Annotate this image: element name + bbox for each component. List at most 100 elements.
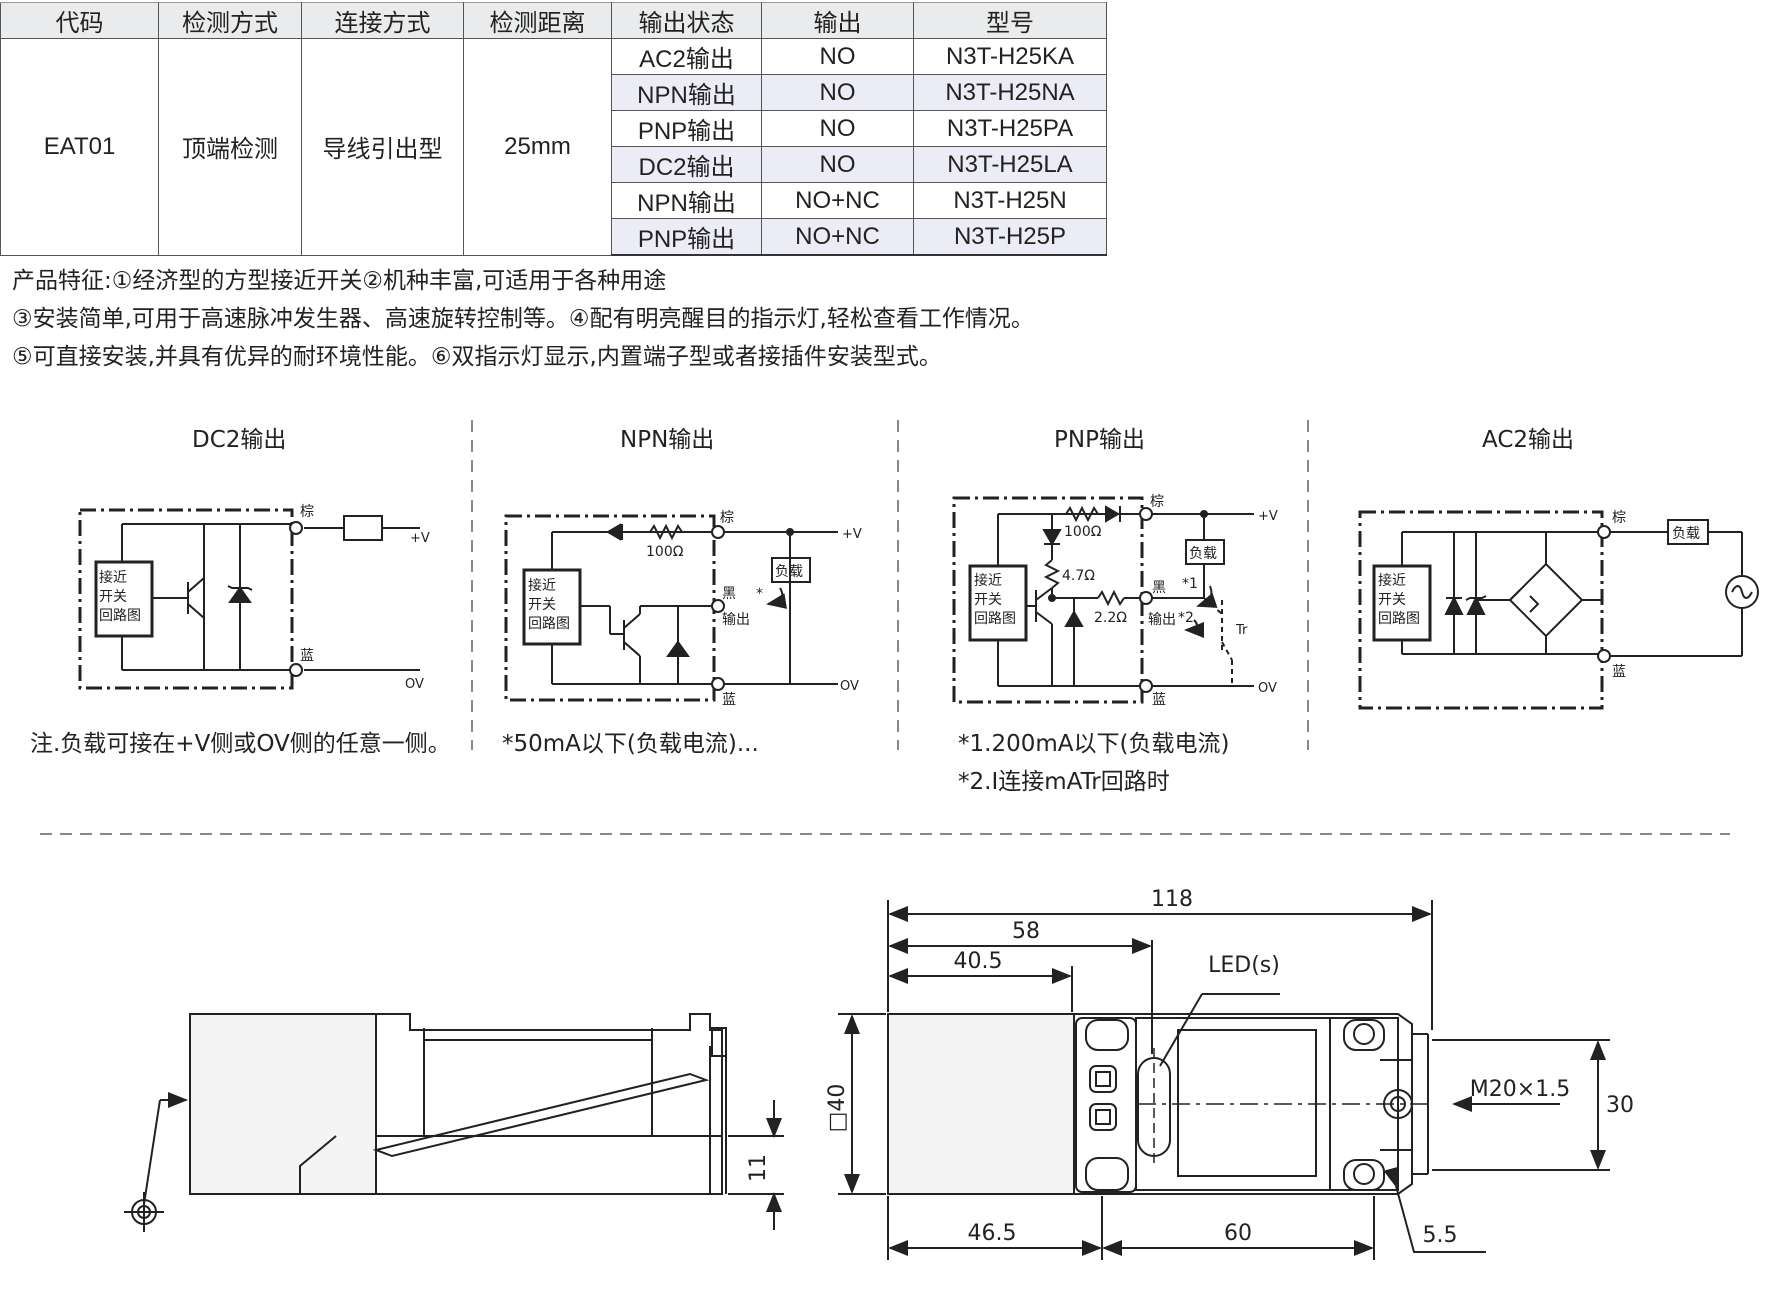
label-pv: +V <box>842 527 862 542</box>
header-output: 输出 <box>761 2 914 39</box>
label-circuit-1: 接近 <box>974 572 1002 589</box>
label-leds: LED(s) <box>1208 953 1280 978</box>
spec-table: 代码 检测方式 连接方式 检测距离 输出状态 输出 型号 EAT01 顶端检测 … <box>0 2 1107 256</box>
label-output: 输出 <box>722 612 750 628</box>
feature-line: ③安装简单,可用于高速脉冲发生器、高速旋转控制等。④配有明亮醒目的指示灯,轻松查… <box>12 306 1034 332</box>
cell-output: NO <box>761 38 914 75</box>
front-view-dims: 118 58 40.5 LED(s) □40 46.5 60 M20×1.5 3… <box>825 887 1634 1248</box>
note-npn: *50mA以下(负载电流)... <box>502 731 759 757</box>
cell-state: NPN输出 <box>611 74 762 111</box>
feature-line: 产品特征:①经济型的方型接近开关②机种丰富,可适用于各种用途 <box>12 268 667 294</box>
label-circuit-3: 回路图 <box>528 616 570 632</box>
label-r100: 100Ω <box>646 544 684 560</box>
label-brown: 棕 <box>1150 494 1164 510</box>
label-load: 负载 <box>775 564 803 580</box>
label-circuit-2: 开关 <box>974 592 1002 608</box>
ac2-labels: 接近 开关 回路图 棕 蓝 负载 <box>1378 510 1700 680</box>
label-blue: 蓝 <box>1152 692 1166 708</box>
dim-60: 60 <box>1224 1221 1252 1246</box>
diagram-title-npn: NPN输出 <box>620 427 715 453</box>
label-star2: *2 <box>1178 610 1194 626</box>
cell-model: N3T-H25NA <box>913 74 1107 111</box>
label-star: * <box>756 586 763 602</box>
label-brown: 棕 <box>720 510 734 526</box>
npn-labels: 接近 开关 回路图 100Ω 棕 黑 输出 蓝 负载 * +V OV <box>528 510 862 708</box>
header-method: 检测方式 <box>158 2 302 39</box>
dim-58: 58 <box>1012 919 1040 944</box>
label-circuit-1: 接近 <box>1378 572 1406 589</box>
note-dc2: 注.负载可接在+V侧或OV侧的任意一侧。 <box>30 731 451 757</box>
cell-model: N3T-H25KA <box>913 38 1107 75</box>
header-model: 型号 <box>913 2 1107 39</box>
header-code: 代码 <box>0 2 159 39</box>
dim-118: 118 <box>1151 887 1193 912</box>
table-row: PNP输出 NO N3T-H25PA <box>1 110 1107 147</box>
label-r47: 4.7Ω <box>1062 568 1095 584</box>
dim-thread: M20×1.5 <box>1470 1077 1570 1102</box>
dim-40-5: 40.5 <box>954 949 1003 974</box>
label-r100: 100Ω <box>1064 524 1102 540</box>
table-row: EAT01 顶端检测 导线引出型 25mm AC2输出 NO N3T-H25KA <box>0 38 1107 256</box>
label-circuit-3: 回路图 <box>99 608 141 624</box>
label-tr: Tr <box>1235 623 1248 638</box>
diagram-title-ac2: AC2输出 <box>1482 427 1575 453</box>
note-pnp-1: *1.200mA以下(负载电流) <box>958 731 1230 757</box>
dim-5-5: 5.5 <box>1423 1223 1458 1248</box>
cell-state: PNP输出 <box>611 110 762 147</box>
cell-state: AC2输出 <box>611 38 762 75</box>
label-pv: +V <box>1258 509 1278 524</box>
dc2-labels: 接近 开关 回路图 棕 蓝 +V OV <box>99 504 430 692</box>
label-circuit-2: 开关 <box>1378 592 1406 608</box>
dim-30: 30 <box>1606 1093 1634 1118</box>
section-dividers <box>40 420 1730 835</box>
label-load: 负载 <box>1189 546 1217 562</box>
pnp-circuit <box>952 496 1254 704</box>
label-circuit-2: 开关 <box>99 589 127 605</box>
label-r22: 2.2Ω <box>1094 610 1127 626</box>
header-distance: 检测距离 <box>463 2 612 39</box>
cell-output: NO+NC <box>761 182 914 219</box>
label-circuit-3: 回路图 <box>1378 611 1420 627</box>
header-state: 输出状态 <box>611 2 762 39</box>
front-view-drawing <box>838 900 1610 1260</box>
npn-circuit <box>504 514 838 702</box>
label-load: 负载 <box>1672 526 1700 542</box>
dc2-circuit <box>78 508 420 690</box>
label-circuit-1: 接近 <box>99 569 127 586</box>
label-brown: 棕 <box>1612 510 1626 526</box>
cell-model: N3T-H25PA <box>913 110 1107 147</box>
label-star1: *1 <box>1182 576 1198 592</box>
label-black: 黑 <box>1152 580 1166 596</box>
cell-model: N3T-H25N <box>913 182 1107 219</box>
label-pv: +V <box>410 531 430 546</box>
pnp-labels: 接近 开关 回路图 100Ω 4.7Ω 2.2Ω 棕 黑 输出 蓝 负载 *1 … <box>974 494 1278 708</box>
label-black: 黑 <box>722 586 736 602</box>
dim-sq40: □40 <box>825 1084 850 1133</box>
diagram-title-dc2: DC2输出 <box>192 427 287 453</box>
side-view-drawing <box>124 1013 784 1232</box>
label-circuit-3: 回路图 <box>974 611 1016 627</box>
ac2-circuit <box>1358 510 1759 710</box>
cell-model: N3T-H25LA <box>913 146 1107 183</box>
label-blue: 蓝 <box>300 648 314 664</box>
table-row: DC2输出 NO N3T-H25LA <box>1 146 1107 183</box>
product-features: 产品特征:①经济型的方型接近开关②机种丰富,可适用于各种用途 ③安装简单,可用于… <box>12 262 1034 376</box>
cell-method: 顶端检测 <box>158 38 302 256</box>
label-blue: 蓝 <box>1612 664 1626 680</box>
table-row: PNP输出 NO+NC N3T-H25P <box>1 218 1107 256</box>
cell-state: PNP输出 <box>611 218 762 256</box>
label-ov: OV <box>840 679 859 694</box>
table-row: NPN输出 NO+NC N3T-H25N <box>1 182 1107 219</box>
label-brown: 棕 <box>300 504 314 520</box>
cell-output: NO <box>761 110 914 147</box>
feature-line: ⑤可直接安装,并具有优异的耐环境性能。⑥双指示灯显示,内置端子型或者接插件安装型… <box>12 344 942 370</box>
label-circuit-1: 接近 <box>528 577 556 594</box>
label-ov: OV <box>1258 681 1277 696</box>
note-pnp-2: *2.I连接mATr回路时 <box>958 769 1170 795</box>
table-header-row: 代码 检测方式 连接方式 检测距离 输出状态 输出 型号 <box>0 2 1107 39</box>
cell-output: NO+NC <box>761 218 914 256</box>
label-blue: 蓝 <box>722 692 736 708</box>
label-output: 输出 <box>1148 612 1176 628</box>
dim-46-5: 46.5 <box>968 1221 1017 1246</box>
